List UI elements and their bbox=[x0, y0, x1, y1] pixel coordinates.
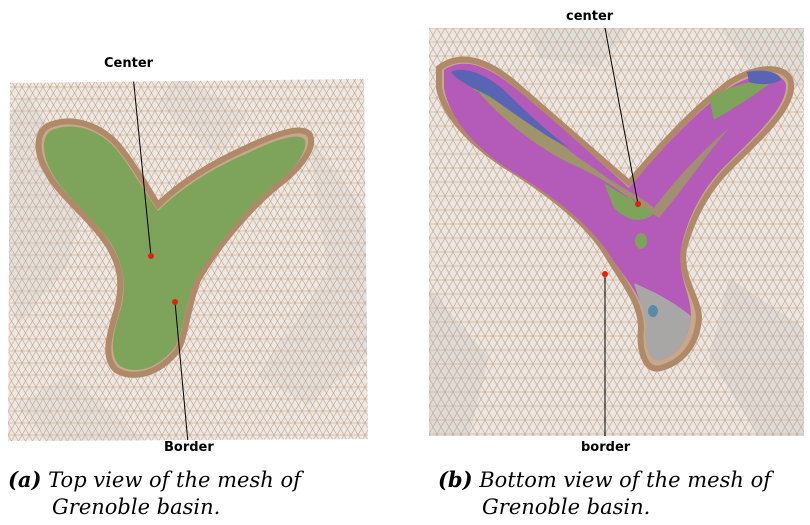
caption-b: (b) Bottom view of the mesh of Grenoble … bbox=[438, 466, 810, 521]
basin-fill bbox=[44, 126, 306, 370]
caption-tag-b: (b) bbox=[438, 467, 473, 492]
top-view-mesh-image bbox=[8, 79, 368, 441]
border-label-a: Border bbox=[164, 440, 214, 455]
caption-line2-a: Grenoble basin. bbox=[52, 495, 221, 519]
caption-a: (a) Top view of the mesh of Grenoble bas… bbox=[8, 466, 398, 521]
border-marker bbox=[172, 299, 178, 305]
caption-line1-a: Top view of the mesh of bbox=[48, 468, 301, 492]
center-marker-b bbox=[635, 201, 641, 207]
center-label-b: center bbox=[566, 9, 614, 24]
center-label-a: Center bbox=[104, 56, 154, 71]
caption-tag-a: (a) bbox=[8, 467, 42, 492]
bottom-view-mesh-image bbox=[429, 28, 804, 436]
center-marker bbox=[148, 253, 154, 259]
caption-line2-b: Grenoble basin. bbox=[482, 495, 651, 519]
border-label-b: border bbox=[581, 440, 631, 455]
border-marker-b bbox=[602, 271, 608, 277]
caption-line1-b: Bottom view of the mesh of bbox=[479, 468, 771, 492]
top-view-panel bbox=[8, 75, 368, 443]
bottom-view-panel bbox=[429, 28, 804, 436]
